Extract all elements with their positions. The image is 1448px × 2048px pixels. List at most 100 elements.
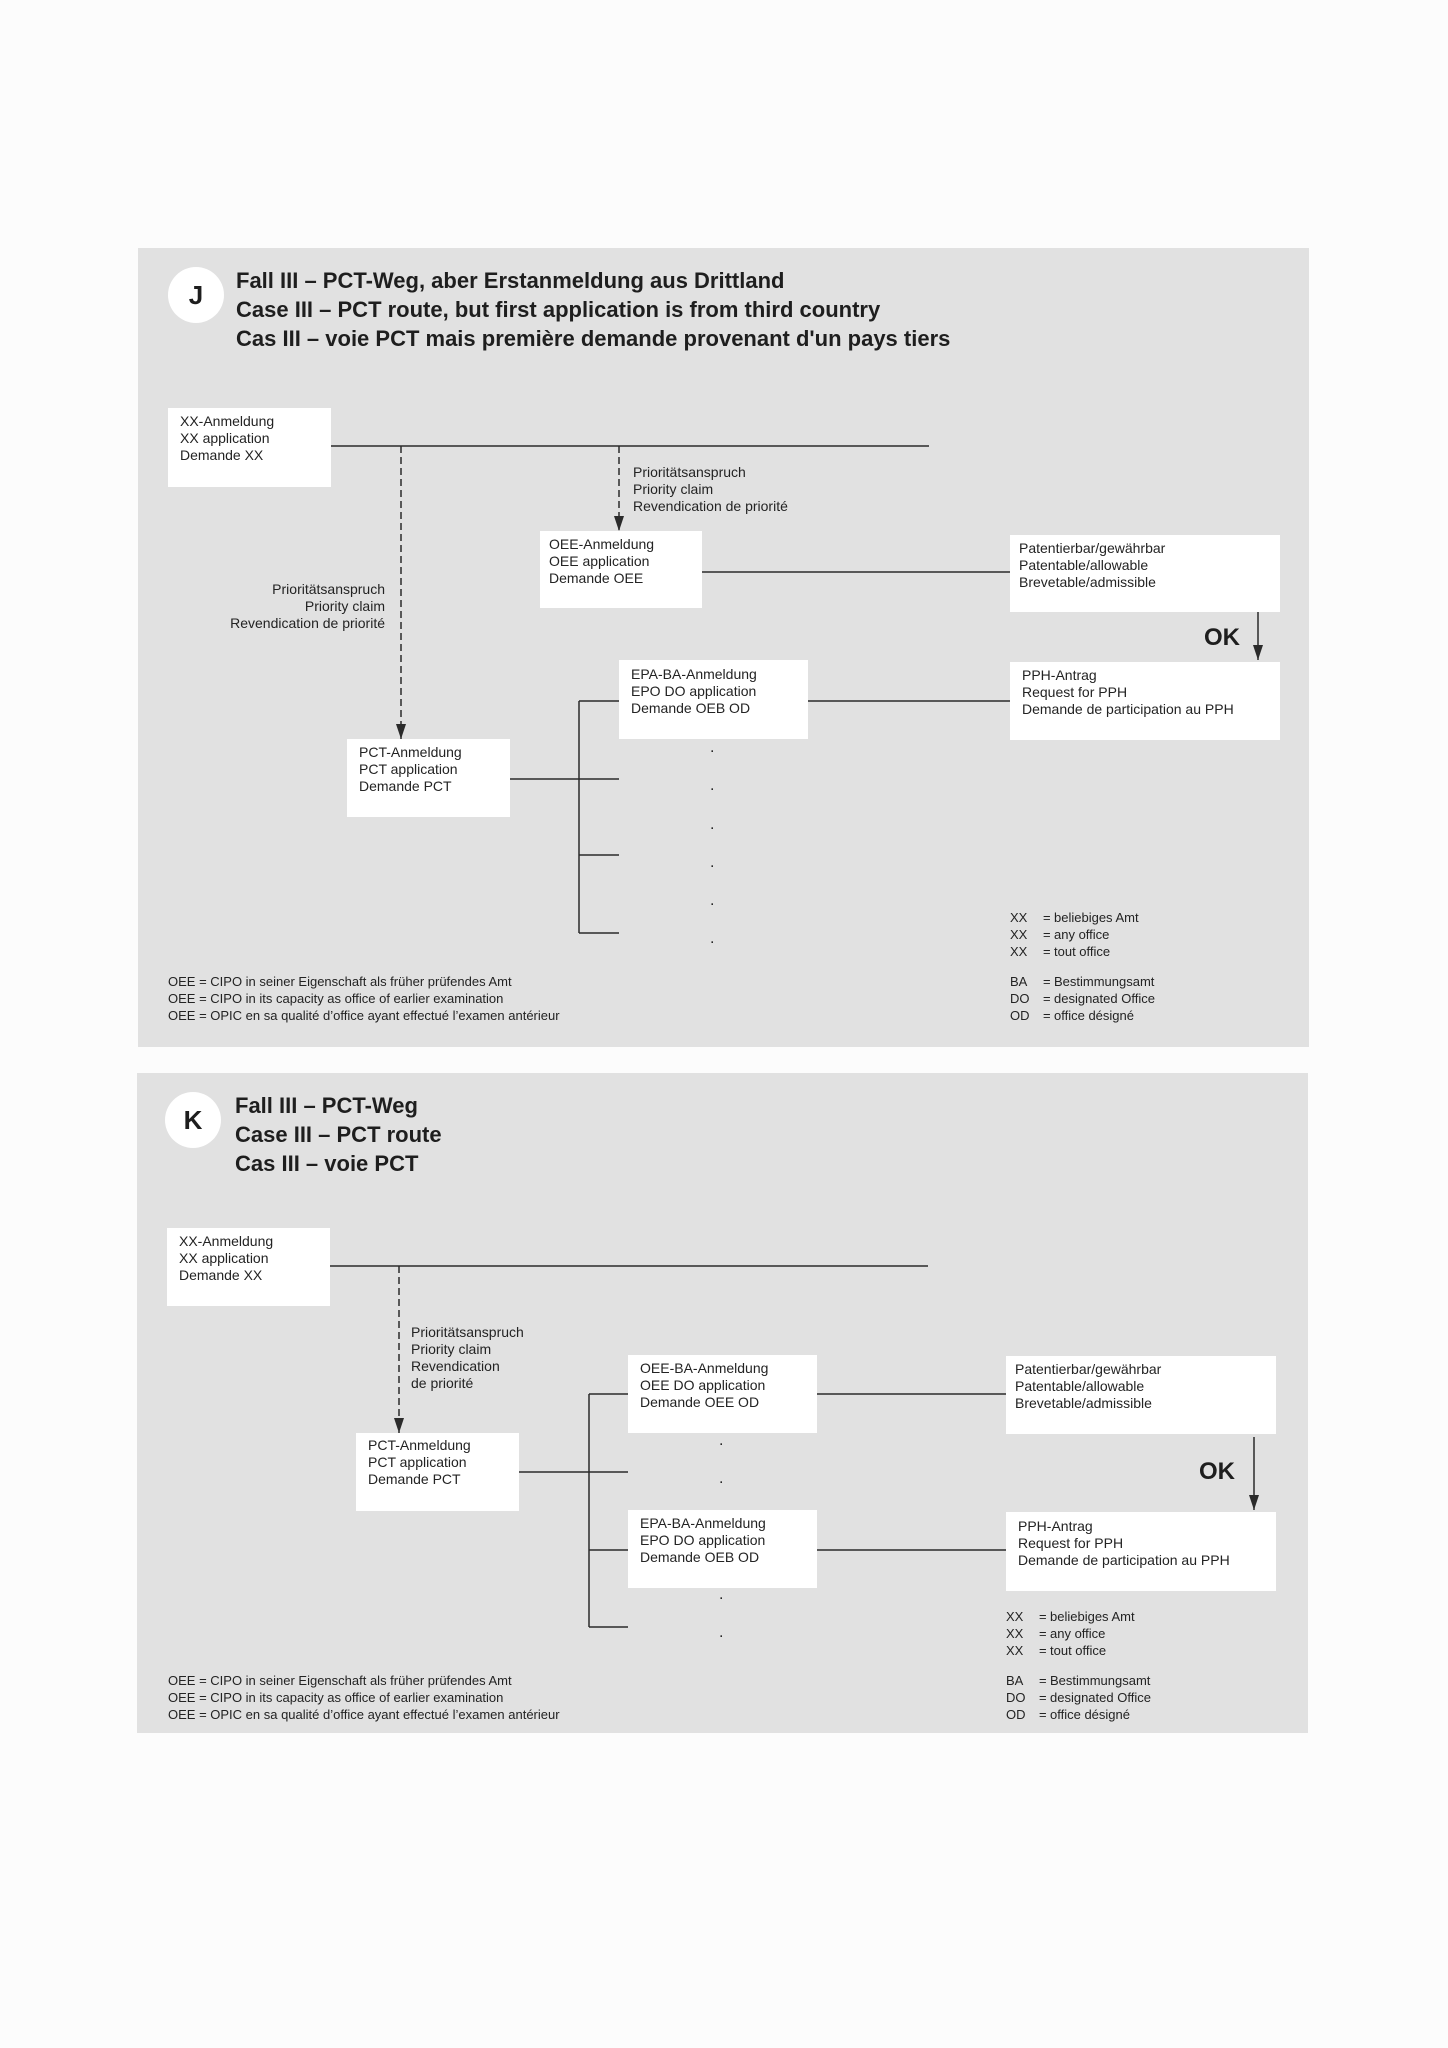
legend-equals: = — [1043, 1008, 1051, 1023]
pct-application-box: PCT-Anmeldung PCT application Demande PC… — [356, 1433, 519, 1511]
legend-equals: = — [1039, 1673, 1047, 1688]
continuation-dot: . — [710, 739, 715, 756]
legend-equals: = — [1039, 1690, 1047, 1705]
legend-oee-definition: OEE = CIPO in seiner Eigenschaft als frü… — [168, 973, 560, 1024]
legend-abbr: XX — [1010, 927, 1028, 942]
box-line: Demande OEE OD — [640, 1394, 760, 1410]
xx-application-box: XX-Anmeldung XX application Demande XX — [168, 408, 331, 487]
legend-line: OEE = OPIC en sa qualité d’office ayant … — [168, 1707, 560, 1722]
legend-equals: = — [1039, 1626, 1047, 1641]
connector-lines-k — [330, 1265, 1259, 1628]
patentable-box: Patentierbar/gewährbar Patentable/allowa… — [1006, 1356, 1276, 1434]
continuation-dot: . — [710, 892, 715, 909]
continuation-dot: . — [710, 777, 715, 794]
ok-label: OK — [1199, 1458, 1235, 1485]
panel-title: Fall III – PCT-Weg, aber Erstanmeldung a… — [236, 266, 950, 353]
legend-office-abbreviations: XX = beliebiges Amt XX = any office XX =… — [1010, 909, 1139, 960]
legend-designated-abbreviations: BA = Bestimmungsamt DO = designated Offi… — [1006, 1672, 1151, 1723]
legend-abbr: OD — [1010, 1008, 1030, 1023]
box-line: Demande PCT — [359, 778, 452, 794]
pph-request-box: PPH-Antrag Request for PPH Demande de pa… — [1006, 1512, 1276, 1591]
continuation-dot: . — [719, 1586, 724, 1603]
legend-row: XX = tout office — [1006, 1642, 1135, 1659]
box-line: PCT-Anmeldung — [368, 1437, 471, 1453]
legend-row: DO = designated Office — [1010, 990, 1155, 1007]
legend-desc: designated Office — [1050, 1690, 1151, 1705]
legend-equals: = — [1039, 1643, 1047, 1658]
legend-abbr: XX — [1010, 944, 1028, 959]
legend-row: OD = office désigné — [1006, 1706, 1151, 1723]
box-line: OEE-Anmeldung — [549, 536, 655, 552]
legend-oee-definition: OEE = CIPO in seiner Eigenschaft als frü… — [168, 1672, 560, 1723]
legend-equals: = — [1043, 991, 1051, 1006]
note-line: Prioritätsanspruch — [272, 581, 385, 597]
legend-desc: any office — [1054, 927, 1110, 942]
box-line: Patentable/allowable — [1015, 1378, 1145, 1394]
box-line: PCT application — [368, 1454, 467, 1470]
legend-line: OEE = CIPO in seiner Eigenschaft als frü… — [168, 974, 512, 989]
note-line: Priority claim — [633, 481, 714, 497]
legend-line: OEE = CIPO in its capacity as office of … — [168, 1690, 504, 1705]
priority-claim-label-oee: Prioritätsanspruch Priority claim Revend… — [633, 464, 788, 515]
box-line: PCT-Anmeldung — [359, 744, 462, 760]
box-line: Demande de participation au PPH — [1022, 701, 1234, 717]
continuation-dot: . — [710, 816, 715, 833]
legend-desc: tout office — [1054, 944, 1111, 959]
legend-equals: = — [1039, 1609, 1047, 1624]
ok-label: OK — [1204, 624, 1240, 651]
legend-desc: Bestimmungsamt — [1050, 1673, 1151, 1688]
pph-request-box: PPH-Antrag Request for PPH Demande de pa… — [1010, 662, 1280, 740]
note-line: Priority claim — [304, 598, 385, 614]
legend-row: DO = designated Office — [1006, 1689, 1151, 1706]
box-line: Demande OEE — [549, 570, 644, 586]
title-line-de: Fall III – PCT-Weg, aber Erstanmeldung a… — [236, 268, 785, 293]
box-line: PPH-Antrag — [1018, 1518, 1093, 1534]
legend-abbr: DO — [1010, 991, 1030, 1006]
title-line-de: Fall III – PCT-Weg — [235, 1093, 418, 1118]
diagram-panel-j: J Fall III – PCT-Weg, aber Erstanmeldung… — [138, 248, 1309, 1047]
legend-abbr: XX — [1010, 910, 1028, 925]
legend-abbr: OD — [1006, 1707, 1026, 1722]
xx-application-box: XX-Anmeldung XX application Demande XX — [167, 1228, 330, 1306]
legend-line: OEE = OPIC en sa qualité d’office ayant … — [168, 1008, 560, 1023]
legend-row: XX = tout office — [1010, 943, 1139, 960]
box-line: Request for PPH — [1022, 684, 1128, 700]
legend-equals: = — [1039, 1707, 1047, 1722]
box-line: Patentable/allowable — [1019, 557, 1149, 573]
legend-desc: office désigné — [1050, 1707, 1130, 1722]
legend-row: BA = Bestimmungsamt — [1010, 973, 1155, 990]
box-line: OEE application — [549, 553, 650, 569]
legend-row: XX = beliebiges Amt — [1006, 1608, 1135, 1625]
legend-abbr: XX — [1006, 1643, 1024, 1658]
connector-lines-j — [331, 445, 1263, 934]
box-line: PPH-Antrag — [1022, 667, 1097, 683]
box-line: OEE-BA-Anmeldung — [640, 1360, 769, 1376]
box-line: OEE DO application — [640, 1377, 766, 1393]
legend-equals: = — [1043, 927, 1051, 942]
box-line: XX application — [179, 1250, 269, 1266]
title-line-en: Case III – PCT route — [235, 1122, 442, 1147]
legend-equals: = — [1043, 974, 1051, 989]
legend-equals: = — [1043, 910, 1051, 925]
title-line-fr: Cas III – voie PCT mais première demande… — [236, 326, 951, 351]
note-line: Prioritätsanspruch — [411, 1324, 524, 1340]
box-line: Brevetable/admissible — [1019, 574, 1156, 590]
legend-row: XX = any office — [1010, 926, 1139, 943]
box-line: Patentierbar/gewährbar — [1019, 540, 1166, 556]
legend-row: BA = Bestimmungsamt — [1006, 1672, 1151, 1689]
box-line: Demande de participation au PPH — [1018, 1552, 1230, 1568]
legend-row: XX = beliebiges Amt — [1010, 909, 1139, 926]
box-line: XX application — [180, 430, 270, 446]
legend-abbr: BA — [1010, 974, 1028, 989]
continuation-dot: . — [719, 1432, 724, 1449]
epo-do-application-box: EPA-BA-Anmeldung EPO DO application Dema… — [619, 660, 808, 739]
box-line: Request for PPH — [1018, 1535, 1124, 1551]
oee-do-application-box: OEE-BA-Anmeldung OEE DO application Dema… — [628, 1355, 817, 1433]
pct-application-box: PCT-Anmeldung PCT application Demande PC… — [347, 739, 510, 817]
legend-abbr: BA — [1006, 1673, 1024, 1688]
legend-office-abbreviations: XX = beliebiges Amt XX = any office XX =… — [1006, 1608, 1135, 1659]
box-line: EPA-BA-Anmeldung — [631, 666, 757, 682]
epo-do-application-box: EPA-BA-Anmeldung EPO DO application Dema… — [628, 1510, 817, 1588]
continuation-dot: . — [710, 930, 715, 947]
